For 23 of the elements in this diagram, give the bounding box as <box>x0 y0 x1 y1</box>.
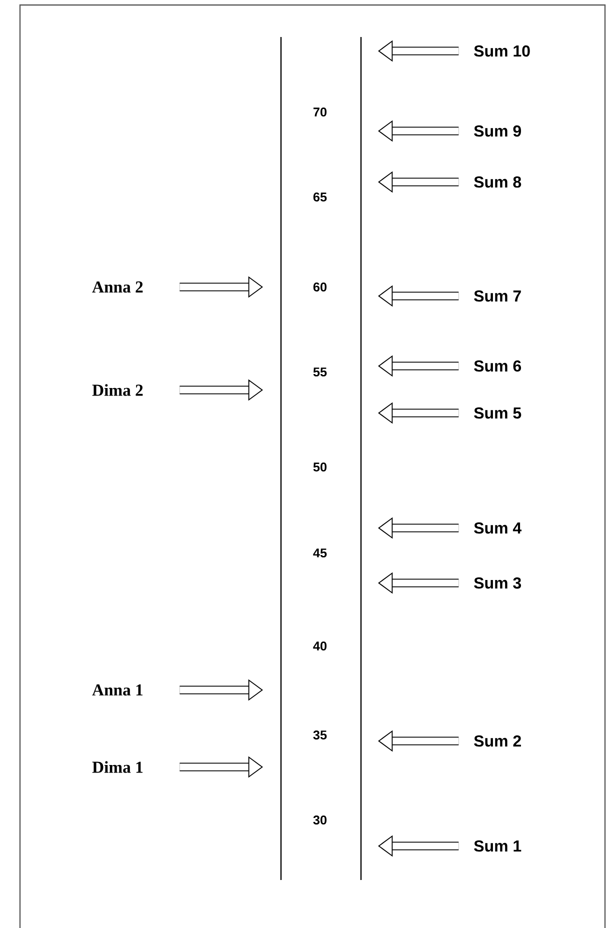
scale-number: 55 <box>313 368 327 376</box>
name-label: Sum 6 <box>474 360 522 372</box>
name-label: Anna 2 <box>92 281 143 293</box>
name-label: Sum 3 <box>474 577 522 589</box>
name-label: Sum 8 <box>474 176 522 188</box>
name-label: Sum 2 <box>474 735 521 747</box>
name-label: Anna 1 <box>92 684 143 696</box>
scale-number: 70 <box>314 108 327 116</box>
scale-number: 30 <box>313 816 327 824</box>
scale-number: 50 <box>313 462 327 472</box>
name-label: Sum 9 <box>474 125 521 137</box>
scale-number: 60 <box>313 282 327 292</box>
name-label: Dima 2 <box>92 384 143 396</box>
name-label: Dima 1 <box>92 761 143 773</box>
scale-number: 35 <box>313 730 327 740</box>
scale-number: 65 <box>313 192 327 202</box>
scale-number: 40 <box>313 642 327 650</box>
scale-number: 45 <box>313 548 327 558</box>
name-label: Sum 7 <box>474 290 521 302</box>
name-label: Sum 4 <box>474 522 522 534</box>
name-label: Sum 10 <box>474 45 530 57</box>
name-label: Sum 5 <box>474 407 522 419</box>
name-label: Sum 1 <box>474 840 522 852</box>
